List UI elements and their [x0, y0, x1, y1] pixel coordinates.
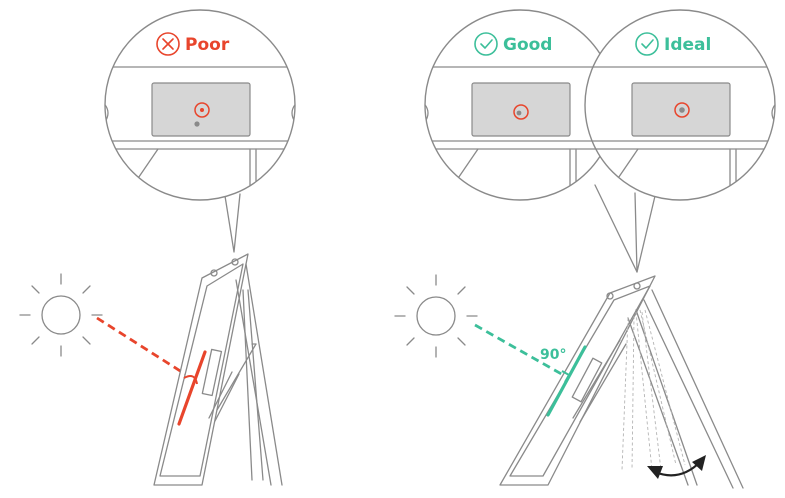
check-circle-icon: [474, 32, 498, 56]
good-light-spot: [516, 110, 522, 116]
poor-rating: Poor: [156, 32, 230, 56]
poor-magnifier: [104, 9, 296, 201]
poor-magnified-device: [105, 66, 295, 200]
poor-callout-pointer: [224, 193, 241, 253]
good-rating: Good: [474, 32, 552, 56]
poor-sun-ray: [96, 316, 186, 376]
poor-angle-arc: [183, 375, 198, 385]
good-solar-panel: [499, 275, 744, 489]
poor-label: Poor: [185, 35, 230, 55]
ideal-callout-pointer: [636, 195, 656, 273]
check-circle-icon: [635, 32, 659, 56]
cross-circle-icon: [156, 32, 180, 56]
ideal-rating: Ideal: [635, 32, 711, 56]
poor-panel-face: [177, 350, 207, 426]
good-label: Good: [503, 35, 552, 55]
angle-label: 90°: [540, 347, 566, 363]
ideal-label: Ideal: [664, 35, 711, 55]
sun-icon: [19, 273, 103, 357]
poor-solar-panel: [153, 253, 283, 486]
good-target-ring: [513, 104, 529, 120]
ideal-target-ring: [674, 102, 690, 118]
good-ideal-example: Good Ideal 90°: [394, 9, 776, 489]
adjust-angle-arrow-icon: [647, 455, 706, 479]
poor-light-spot: [194, 121, 200, 127]
sun-icon: [394, 274, 478, 358]
good-sensor-window: [471, 82, 571, 137]
good-callout-pointer: [594, 184, 638, 273]
good-magnifier: [424, 9, 616, 201]
poor-target-ring: [194, 102, 210, 118]
ideal-light-spot: [679, 107, 685, 113]
right-angle-marker: [561, 370, 571, 383]
poor-example: Poor: [19, 9, 296, 486]
good-sun-ray: [474, 323, 566, 378]
